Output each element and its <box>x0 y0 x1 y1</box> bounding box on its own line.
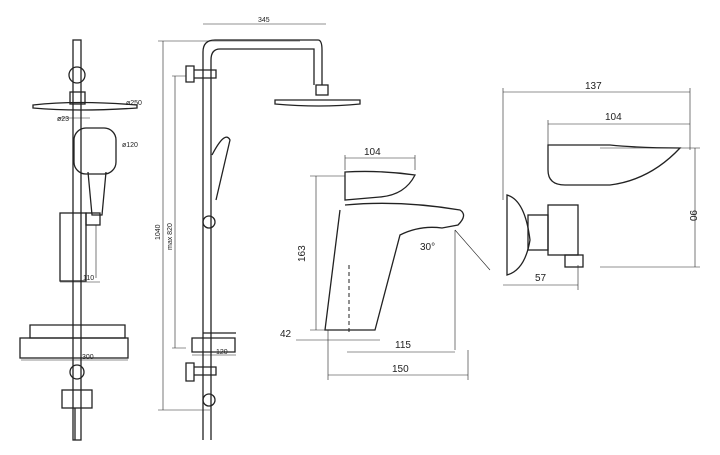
angle-label: 30° <box>420 242 435 253</box>
wall-offset-label: 57 <box>535 273 547 284</box>
basin-mixer-view: 104 163 30° 42 115 150 <box>280 147 491 380</box>
total-depth-label: 150 <box>392 364 409 375</box>
shower-front-view: ø23 ø250 ø120 110 300 <box>19 39 142 441</box>
body-width-label: 104 <box>605 112 622 123</box>
shelf-width-label: 300 <box>82 354 94 361</box>
height-label: 163 <box>297 245 308 262</box>
shower-side-view: 345 1040 max 820 120 <box>155 17 361 440</box>
holder-width-label: 110 <box>83 275 94 282</box>
wall-total-depth-label: 137 <box>585 81 602 92</box>
bar-height-label: max 820 <box>167 223 174 250</box>
hand-diameter-label: ø120 <box>122 142 138 149</box>
top-width-label: 104 <box>364 147 381 158</box>
arm-reach-label: 345 <box>258 17 270 24</box>
base-height-label: 42 <box>280 329 292 340</box>
head-diameter-label: ø250 <box>126 100 142 107</box>
total-height-label: 1040 <box>155 224 162 240</box>
wall-height-label: 90 <box>687 210 698 222</box>
spout-reach-label: 115 <box>395 340 411 351</box>
wall-mixer-view: 137 104 90 57 <box>502 81 700 290</box>
bar-diameter-label: ø23 <box>57 116 69 123</box>
mixer-depth-label: 120 <box>216 349 228 356</box>
